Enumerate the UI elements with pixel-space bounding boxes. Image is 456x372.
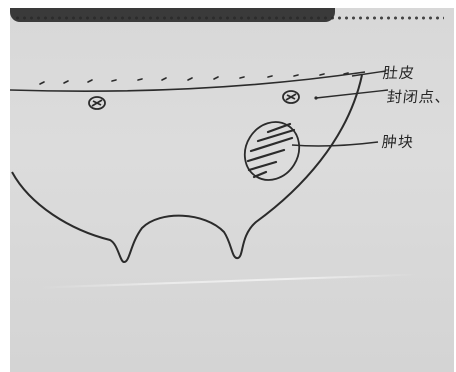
abdomen-outline: [11, 74, 363, 264]
mass-shape: [243, 121, 301, 181]
skin-pointer: [351, 70, 387, 77]
skin-line: [9, 71, 366, 92]
stitch-point-right: [282, 90, 300, 104]
label-skin: 肚皮: [382, 64, 416, 82]
notebook-paper: [10, 8, 454, 372]
spiral-holes: [14, 14, 444, 22]
stitch-point-left: [88, 96, 106, 110]
label-stitch-point: 封闭点、: [386, 88, 452, 106]
label-mass: 肿块: [381, 133, 415, 151]
skin-dash-marks: [39, 72, 349, 85]
mass-pointer: [291, 141, 379, 147]
stitch-pointer: [315, 89, 389, 99]
